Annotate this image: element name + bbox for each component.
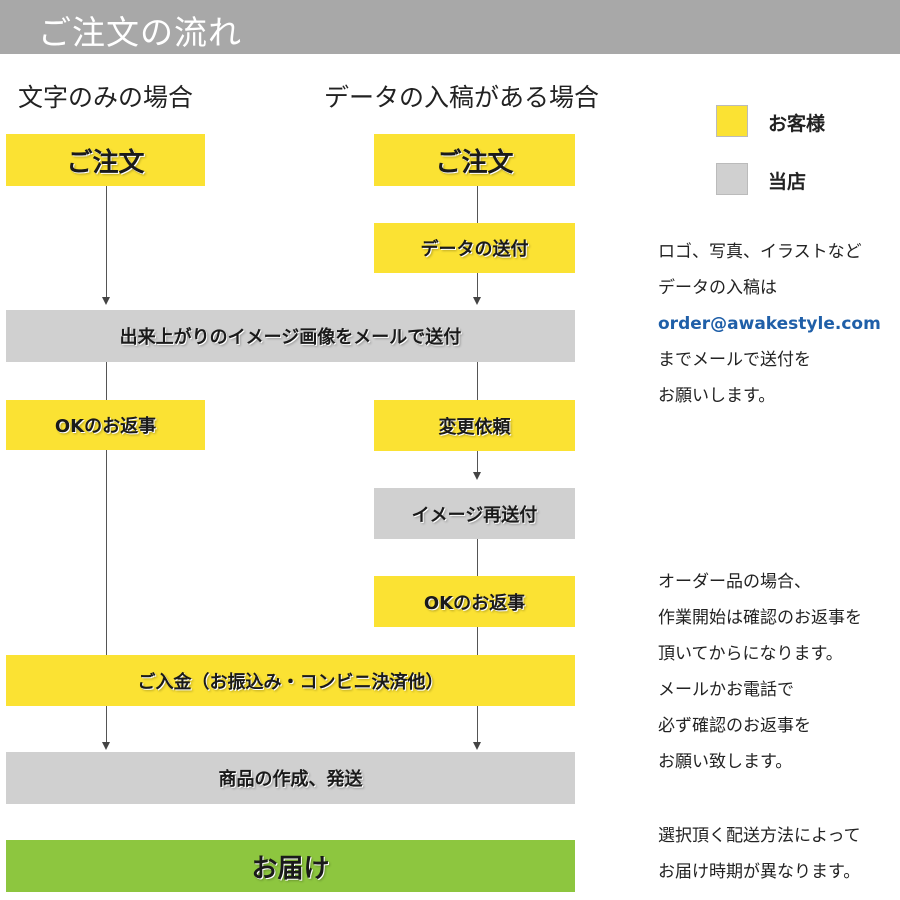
- connector-line: [477, 362, 478, 400]
- note-text: 作業開始は確認のお返事を: [658, 608, 862, 628]
- order-confirmation-note: オーダー品の場合、 作業開始は確認のお返事を 頂いてからになります。 メールかお…: [658, 564, 862, 780]
- connector-line: [477, 273, 478, 300]
- header-bar: ご注文の流れ: [0, 0, 900, 54]
- legend-store-label: 当店: [768, 171, 807, 193]
- connector-line: [106, 706, 107, 744]
- note-text: 選択頂く配送方法によって: [658, 826, 861, 846]
- note-text: お願い致します。: [658, 752, 793, 772]
- left-column-title: 文字のみの場合: [18, 83, 194, 112]
- delivery-label: お届け: [251, 853, 330, 884]
- delivery-box: お届け: [6, 840, 575, 892]
- order-label: ご注文: [435, 147, 514, 178]
- note-text: 頂いてからになります。: [658, 644, 843, 664]
- payment-box: ご入金（お振込み・コンビニ決済他）: [6, 655, 575, 706]
- ok-reply-box-right: OKのお返事: [374, 576, 575, 627]
- connector-line: [106, 362, 107, 400]
- page-title: ご注文の流れ: [38, 13, 242, 52]
- ok-reply-label: OKのお返事: [423, 592, 526, 614]
- order-label: ご注文: [66, 147, 145, 178]
- change-request-box: 変更依頼: [374, 400, 575, 451]
- resend-image-box: イメージ再送付: [374, 488, 575, 539]
- data-submission-note: ロゴ、写真、イラストなど データの入稿は order@awakestyle.co…: [658, 234, 881, 414]
- send-image-label: 出来上がりのイメージ画像をメールで送付: [119, 327, 462, 348]
- note-text: お願いします。: [658, 386, 776, 406]
- email-link[interactable]: order@awakestyle.com: [658, 314, 881, 334]
- order-box-left: ご注文: [6, 134, 205, 186]
- payment-label: ご入金（お振込み・コンビニ決済他）: [137, 671, 444, 693]
- order-box-right: ご注文: [374, 134, 575, 186]
- resend-image-label: イメージ再送付: [411, 504, 538, 526]
- arrow-down-icon: [102, 297, 110, 305]
- note-text: データの入稿は: [658, 278, 777, 298]
- production-label: 商品の作成、発送: [218, 769, 363, 790]
- store-swatch: [716, 163, 748, 195]
- ok-reply-box-left: OKのお返事: [6, 400, 205, 450]
- arrow-down-icon: [473, 742, 481, 750]
- production-box: 商品の作成、発送: [6, 752, 575, 804]
- note-text: お届け時期が異なります。: [658, 862, 861, 882]
- arrow-down-icon: [102, 742, 110, 750]
- send-data-label: データの送付: [420, 239, 529, 260]
- shipping-note: 選択頂く配送方法によって お届け時期が異なります。: [658, 818, 861, 890]
- connector-line: [106, 186, 107, 300]
- connector-line: [477, 539, 478, 576]
- customer-swatch: [716, 105, 748, 137]
- ok-reply-label: OKのお返事: [54, 416, 157, 437]
- send-data-box: データの送付: [374, 223, 575, 273]
- connector-line: [477, 706, 478, 744]
- note-text: ロゴ、写真、イラストなど: [658, 242, 862, 262]
- note-text: オーダー品の場合、: [658, 572, 811, 592]
- right-column-title: データの入稿がある場合: [324, 83, 600, 112]
- connector-line: [477, 186, 478, 223]
- arrow-down-icon: [473, 472, 481, 480]
- connector-line: [477, 451, 478, 475]
- connector-line: [477, 627, 478, 655]
- legend-customer-label: お客様: [768, 113, 826, 135]
- change-request-label: 変更依頼: [438, 416, 511, 438]
- connector-line: [106, 450, 107, 655]
- arrow-down-icon: [473, 297, 481, 305]
- note-text: メールかお電話で: [658, 680, 794, 700]
- note-text: までメールで送付を: [658, 350, 811, 370]
- note-text: 必ず確認のお返事を: [658, 716, 811, 736]
- send-image-box: 出来上がりのイメージ画像をメールで送付: [6, 310, 575, 362]
